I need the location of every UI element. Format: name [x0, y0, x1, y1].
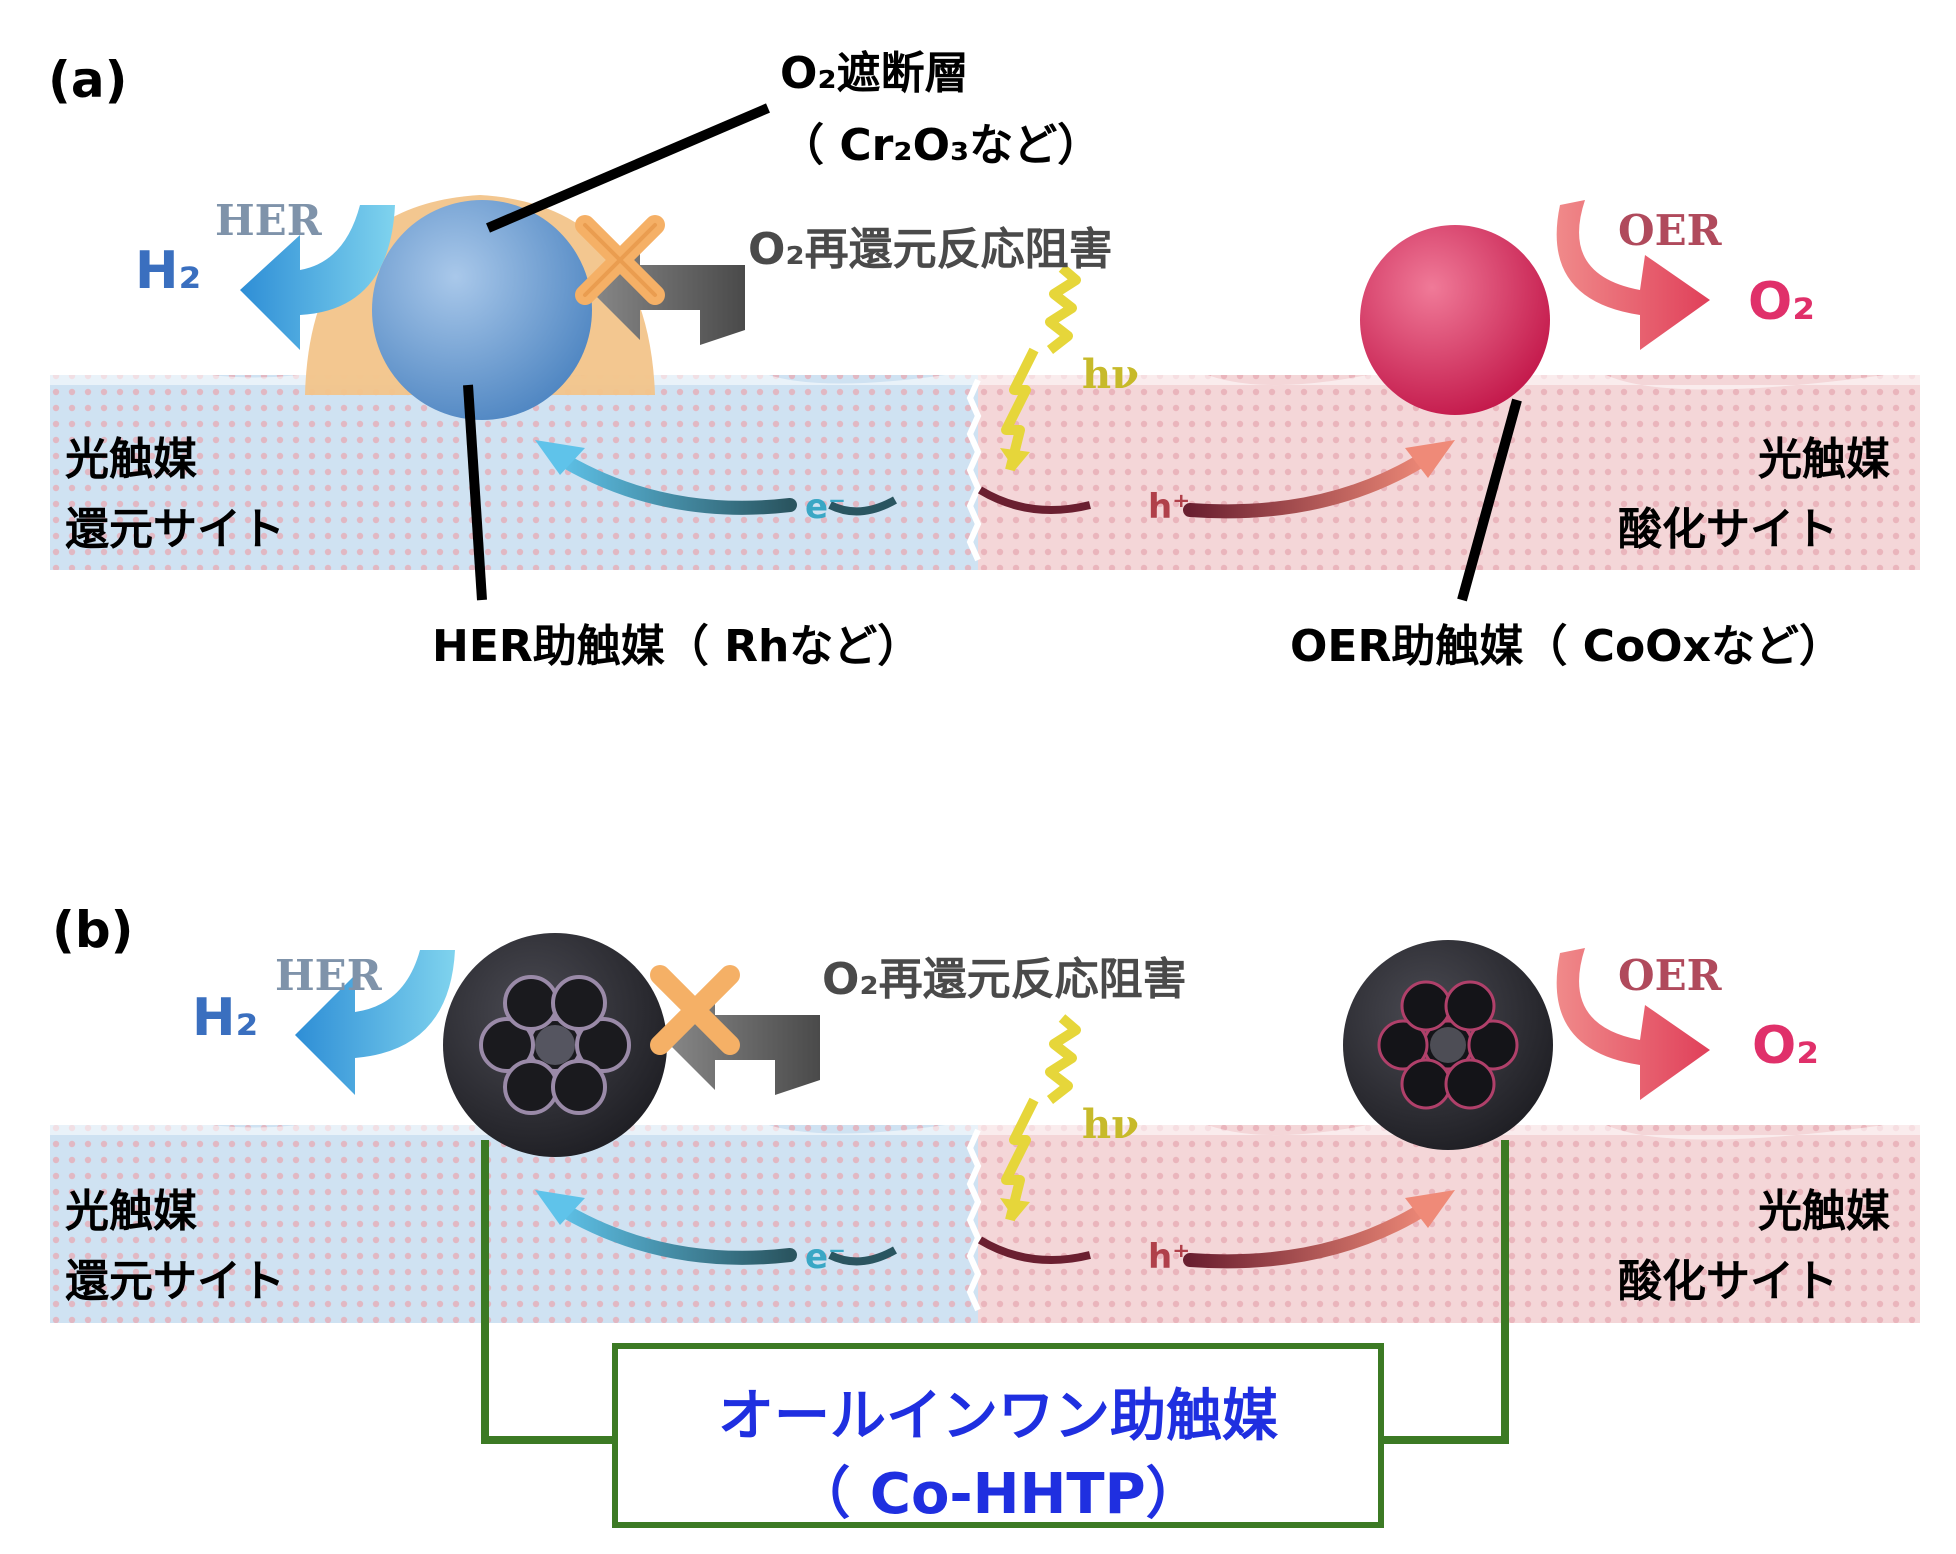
- panel-a-label: (a): [48, 51, 128, 109]
- mof-particle-right-icon: [1343, 940, 1553, 1150]
- electron-arrow-b-icon: [548, 1198, 797, 1265]
- o2-label: O₂: [1748, 272, 1815, 332]
- hole-arrow-b-icon: [1183, 1198, 1437, 1269]
- allinone-title: オールインワン助触媒: [718, 1384, 1278, 1449]
- allinone-cocatalyst-box: オールインワン助触媒 （ Co-HHTP）: [612, 1343, 1384, 1528]
- her-cocatalyst-label: HER助触媒（ Rhなど）: [432, 621, 922, 672]
- oxidation-site-line2: 酸化サイト: [1618, 504, 1838, 555]
- allinone-subtitle: （ Co-HHTP）: [794, 1462, 1202, 1527]
- oxidation-site-b-line2: 酸化サイト: [1618, 1256, 1838, 1307]
- hole-arrow-icon: [1183, 448, 1437, 519]
- blocked-x-icon: [575, 215, 665, 305]
- o2-reoxidation-label: O₂再還元反応阻害: [748, 224, 1113, 275]
- electron-b-label: e⁻: [805, 1237, 847, 1277]
- barrier-subtitle: （ Cr₂O₃など）: [780, 120, 1102, 171]
- oer-pointer-line: [1457, 398, 1522, 602]
- reduction-site-b-line2: 還元サイト: [65, 1256, 285, 1307]
- her-tag-b: HER: [275, 951, 382, 1000]
- reduction-site-line2: 還元サイト: [65, 504, 285, 555]
- oxidation-site-b-line1: 光触媒: [1758, 1186, 1890, 1237]
- reduction-site-b-line1: 光触媒: [65, 1186, 197, 1237]
- hole-b-label: h⁺: [1148, 1237, 1191, 1277]
- allinone-bracket-line: [481, 1140, 1509, 1444]
- hv-label: hν: [1082, 351, 1139, 398]
- her-arrow-icon: [240, 205, 395, 350]
- electron-label: e⁻: [805, 487, 847, 527]
- panel-b-label: (b): [52, 901, 134, 959]
- o2-b-label: O₂: [1752, 1016, 1819, 1076]
- oxidation-site-line1: 光触媒: [1758, 434, 1890, 485]
- light-hv-b-icon: [1001, 1014, 1081, 1222]
- oer-arrow-b-icon: [1556, 948, 1710, 1100]
- her-arrow-b-icon: [295, 950, 455, 1095]
- hole-label: h⁺: [1148, 487, 1191, 527]
- barrier-pointer-line: [486, 103, 770, 233]
- hv-b-label: hν: [1082, 1101, 1139, 1148]
- oer-arrow-icon: [1556, 200, 1710, 350]
- h2-label: H₂: [135, 241, 202, 301]
- oer-tag: OER: [1618, 206, 1722, 255]
- electron-arrow-icon: [548, 448, 797, 515]
- her-particle-icon: [372, 200, 592, 420]
- barrier-title: O₂遮断層: [780, 48, 969, 99]
- her-tag: HER: [215, 196, 322, 245]
- light-hv-icon: [1001, 264, 1081, 472]
- her-pointer-line: [463, 384, 487, 601]
- oer-cocatalyst-label: OER助触媒（ CoOxなど）: [1290, 621, 1843, 672]
- reduction-site-line1: 光触媒: [65, 434, 197, 485]
- blocked-x-b-icon: [650, 965, 740, 1055]
- h2-b-label: H₂: [192, 988, 259, 1048]
- oer-tag-b: OER: [1618, 951, 1722, 1000]
- o2-reoxidation-b-label: O₂再還元反応阻害: [822, 954, 1187, 1005]
- mof-particle-left-icon: [443, 933, 667, 1157]
- oer-particle-icon: [1360, 225, 1550, 415]
